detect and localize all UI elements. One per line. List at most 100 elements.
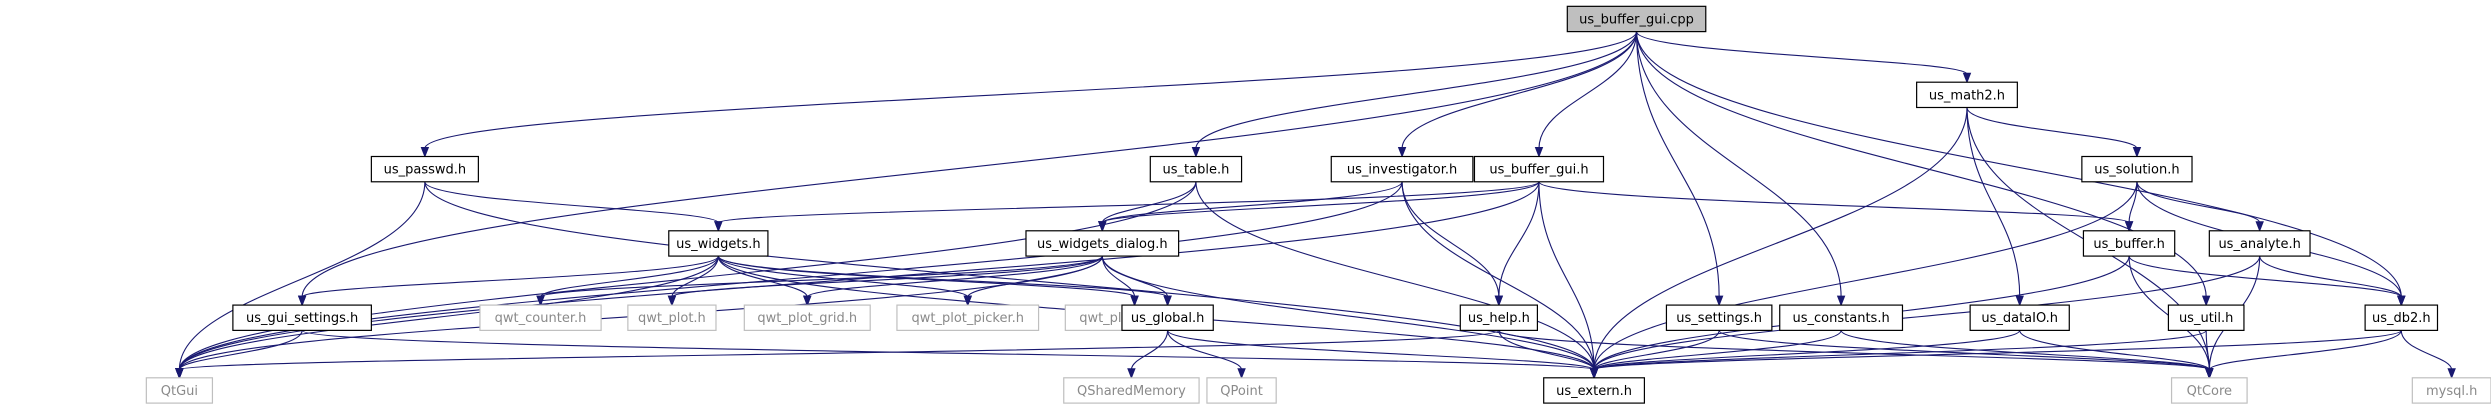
edge-us-table-to-us-widgets-dialog: [1098, 181, 1197, 233]
node-us-db2[interactable]: us_db2.h: [2364, 304, 2439, 331]
node-us-analyte[interactable]: us_analyte.h: [2208, 230, 2311, 257]
arrowhead-icon: [1127, 368, 1136, 380]
edge-line: [671, 256, 719, 298]
node-us-passwd[interactable]: us_passwd.h: [370, 155, 479, 183]
edge-line: [1635, 31, 1842, 298]
arrowhead-icon: [803, 295, 812, 307]
edge-line: [1635, 31, 2402, 298]
node-box: [1025, 230, 1180, 257]
node-label: qwt_plot_grid.h: [757, 311, 857, 326]
arrowhead-icon: [1163, 295, 1172, 307]
arrowhead-icon: [2447, 368, 2456, 380]
edge-line: [1593, 256, 2261, 370]
edge-us-settings-to-us-extern: [1589, 330, 1720, 380]
node-us-table[interactable]: us_table.h: [1149, 155, 1243, 183]
node-label: us_widgets.h: [676, 237, 761, 252]
edge-line: [2205, 330, 2210, 370]
node-us-dataio[interactable]: us_dataIO.h: [1969, 304, 2070, 331]
arrowhead-icon: [2015, 295, 2024, 307]
node-label: us_gui_settings.h: [246, 311, 358, 326]
edge-line: [1635, 31, 1720, 298]
edge-us-investigator-to-us-help: [1401, 181, 1504, 307]
node-box: [2170, 377, 2248, 404]
edge-us-buffer-gui-h-to-qtgui: [175, 181, 1540, 380]
node-label: qwt_counter.h: [495, 311, 587, 326]
edge-us-buffer-gui-cpp-to-us-constants: [1635, 31, 1846, 307]
arrowhead-icon: [714, 221, 723, 233]
node-label: us_global.h: [1131, 311, 1205, 326]
edge-us-buffer-gui-cpp-to-us-investigator: [1397, 31, 1638, 158]
node-label: QSharedMemory: [1077, 384, 1186, 399]
edge-line: [178, 181, 1540, 370]
node-us-settings[interactable]: us_settings.h: [1665, 304, 1773, 331]
edge-line: [178, 256, 719, 370]
arrowhead-icon: [1191, 146, 1201, 158]
node-label: us_dataIO.h: [1981, 311, 2058, 326]
edge-line: [1593, 329, 2021, 371]
edge-us-db2-to-us-extern: [1589, 329, 2402, 380]
node-us-constants[interactable]: us_constants.h: [1779, 304, 1904, 331]
node-us-help[interactable]: us_help.h: [1459, 304, 1539, 331]
node-label: us_investigator.h: [1347, 163, 1457, 178]
node-us-gui-settings[interactable]: us_gui_settings.h: [232, 304, 372, 331]
node-label: QtGui: [161, 384, 198, 399]
node-box: [627, 304, 717, 331]
edge-line: [806, 255, 1103, 298]
node-qtcore: QtCore: [2170, 377, 2248, 404]
node-box: [2081, 155, 2193, 183]
arrowhead-icon: [667, 295, 677, 307]
edge-line: [539, 255, 1103, 298]
arrowhead-icon: [1237, 368, 1246, 380]
node-us-util[interactable]: us_util.h: [2167, 304, 2245, 331]
edge-line: [2136, 181, 2261, 224]
node-us-investigator[interactable]: us_investigator.h: [1330, 155, 1474, 183]
node-label: us_solution.h: [2094, 163, 2179, 178]
node-box: [1543, 377, 1646, 404]
edge-line: [1498, 329, 2210, 371]
edge-us-investigator-to-us-extern: [1401, 181, 1599, 380]
node-box: [1473, 155, 1605, 183]
node-us-global[interactable]: us_global.h: [1121, 304, 1214, 331]
edge-us-passwd-to-us-widgets: [424, 181, 723, 233]
edge-us-widgets-dialog-to-qwt-plot: [667, 255, 1103, 307]
edge-line: [301, 31, 1638, 298]
node-qtgui: QtGui: [145, 377, 214, 404]
node-box: [1459, 304, 1539, 331]
edge-us-buffer-gui-cpp-to-us-passwd: [420, 31, 1638, 158]
node-us-buffer[interactable]: us_buffer.h: [2082, 230, 2176, 257]
node-box: [1969, 304, 2070, 331]
node-label: us_widgets_dialog.h: [1037, 237, 1168, 252]
edge-line: [539, 255, 719, 298]
edge-line: [178, 329, 1500, 371]
node-us-buffer-gui-cpp[interactable]: us_buffer_gui.cpp: [1566, 5, 1707, 33]
node-label: us_passwd.h: [384, 163, 467, 178]
node-us-math2[interactable]: us_math2.h: [1916, 81, 2018, 109]
edge-line: [717, 255, 969, 298]
node-label: us_help.h: [1468, 311, 1530, 326]
node-label: us_table.h: [1163, 163, 1230, 178]
arrowhead-icon: [2201, 295, 2211, 307]
node-box: [370, 155, 479, 183]
node-us-widgets[interactable]: us_widgets.h: [668, 230, 769, 257]
edge-line: [1718, 329, 2210, 371]
edge-line: [1101, 181, 1403, 224]
node-box: [896, 304, 1040, 331]
node-us-solution[interactable]: us_solution.h: [2081, 155, 2193, 183]
node-label: us_buffer_gui.h: [1489, 163, 1588, 178]
edge-us-buffer-gui-cpp-to-us-db2: [1635, 31, 2406, 307]
node-us-widgets-dialog[interactable]: us_widgets_dialog.h: [1025, 230, 1180, 257]
arrowhead-icon: [1130, 295, 1139, 307]
edge-line: [1593, 329, 2207, 371]
node-box: [2411, 377, 2491, 404]
edge-us-global-to-qpoint: [1167, 330, 1246, 380]
edge-us-math2-to-us-extern: [1589, 107, 1968, 380]
node-us-extern[interactable]: us_extern.h: [1543, 377, 1646, 404]
arrowhead-icon: [2397, 295, 2406, 307]
node-us-buffer-gui-h[interactable]: us_buffer_gui.h: [1473, 155, 1605, 183]
edge-line: [1593, 107, 1968, 370]
edge-line: [1101, 256, 1136, 298]
edge-line: [2128, 255, 2402, 298]
arrowhead-icon: [2205, 368, 2214, 380]
edge-us-widgets-dialog-to-qwt-counter: [536, 255, 1103, 307]
